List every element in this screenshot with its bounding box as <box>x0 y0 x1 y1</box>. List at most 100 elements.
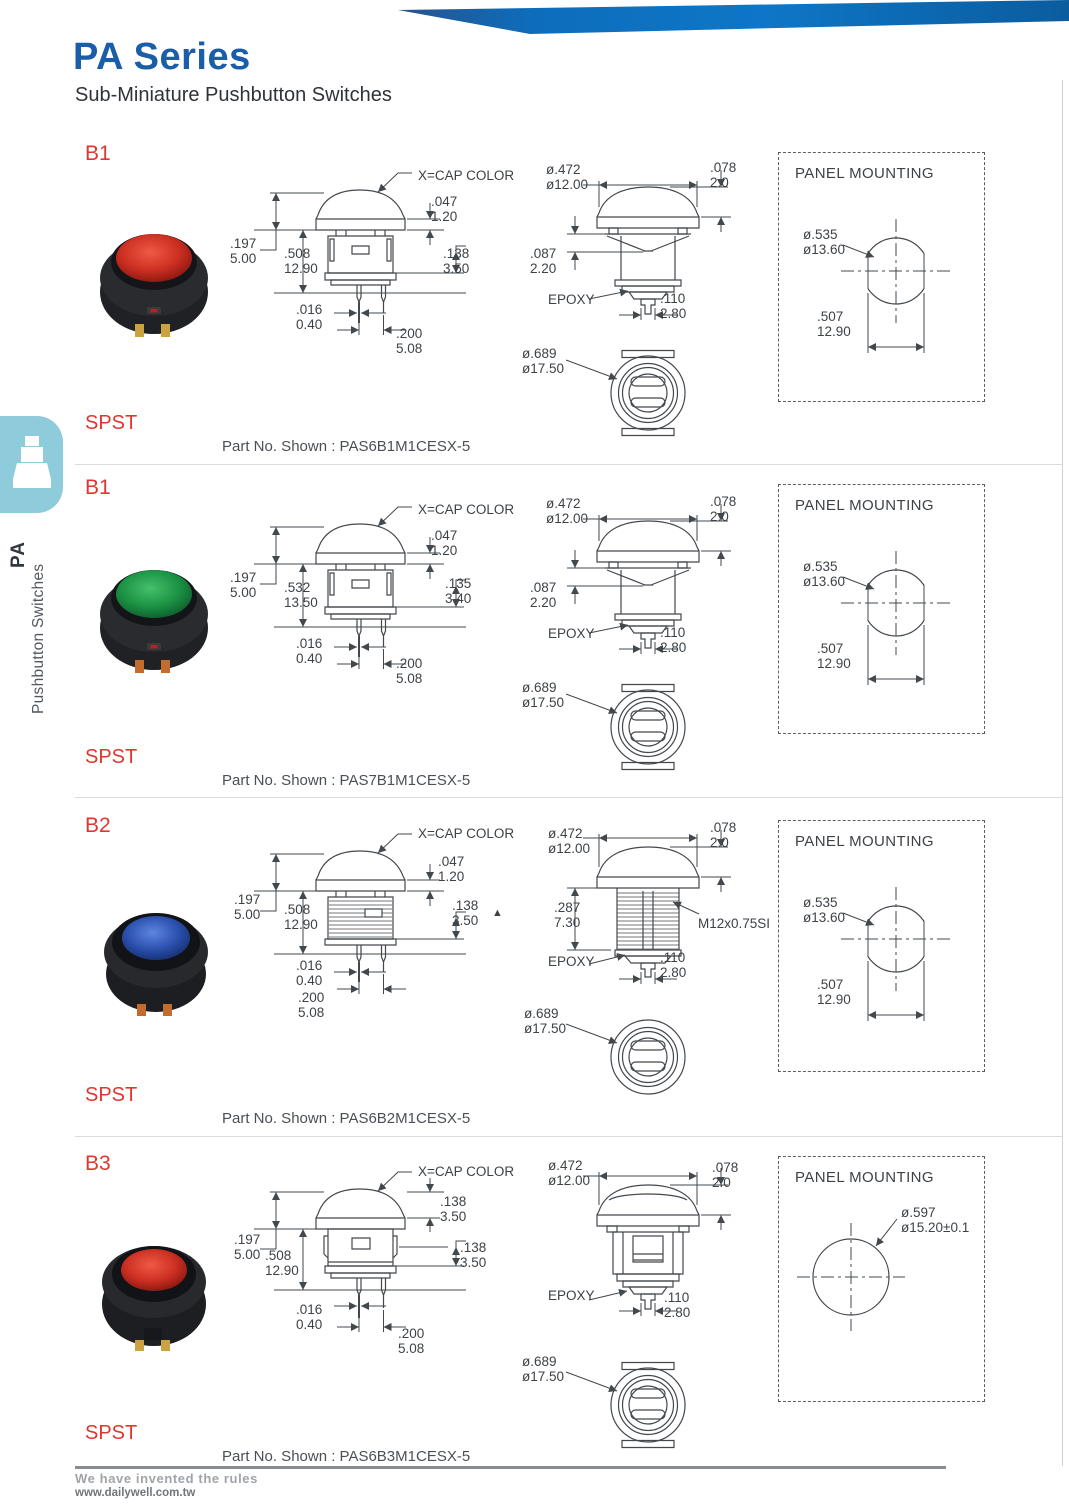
page-edge-rule <box>1062 80 1063 1466</box>
model-label: B1 <box>85 476 111 499</box>
cap-color-note: X=CAP COLOR <box>418 502 515 517</box>
cap-color-note: X=CAP COLOR <box>418 826 515 841</box>
side-view-drawing <box>254 833 466 994</box>
panel-hole-drawing <box>841 887 951 1021</box>
pushbutton-switch-icon <box>13 436 51 488</box>
part-number: Part No. Shown : PAS7B1M1CESX-5 <box>222 772 471 789</box>
bottom-view-drawing <box>565 683 686 771</box>
panel-mounting-title: PANEL MOUNTING <box>795 1169 934 1186</box>
section-b3: B3 <box>0 1150 1069 1482</box>
part-number: Part No. Shown : PAS6B3M1CESX-5 <box>222 1448 471 1465</box>
panel-mounting-title: PANEL MOUNTING <box>795 165 934 182</box>
front-view-drawing <box>583 1168 731 1316</box>
bottom-view-drawing <box>565 1361 686 1449</box>
front-view-drawing <box>567 504 731 654</box>
cap-color-note: X=CAP COLOR <box>418 1164 515 1179</box>
side-view-drawing <box>254 1171 466 1332</box>
header-banner-swoosh <box>398 0 1069 34</box>
circuit-label: SPST <box>85 412 138 434</box>
section-divider <box>75 797 1062 798</box>
footer-rule <box>75 1466 946 1469</box>
bottom-view-drawing <box>565 1019 686 1095</box>
panel-mounting-title: PANEL MOUNTING <box>795 497 934 514</box>
circuit-label: SPST <box>85 1422 138 1444</box>
section-b2: B2 <box>0 812 1069 1144</box>
section-divider <box>75 464 1062 465</box>
panel-hole-drawing <box>841 551 951 685</box>
page-title: PA Series <box>73 36 251 78</box>
model-label: B2 <box>85 814 111 837</box>
panel-hole-drawing <box>797 1218 905 1331</box>
footer-website: www.dailywell.com.tw <box>75 1487 196 1499</box>
epoxy-label: EPOXY <box>548 954 595 969</box>
section-b1-a: B1 <box>0 140 1069 472</box>
epoxy-label: EPOXY <box>548 1288 595 1303</box>
page-subtitle: Sub-Miniature Pushbutton Switches <box>75 84 392 106</box>
side-view-drawing <box>254 172 466 335</box>
circuit-label: SPST <box>85 1084 138 1106</box>
panel-mounting-title: PANEL MOUNTING <box>795 833 934 850</box>
part-number: Part No. Shown : PAS6B1M1CESX-5 <box>222 438 471 455</box>
product-photo <box>104 913 208 1016</box>
model-label: B1 <box>85 142 111 165</box>
side-view-drawing <box>254 506 466 669</box>
bottom-view-drawing <box>565 349 686 437</box>
section-b1-b: B1 <box>0 474 1069 806</box>
front-view-drawing <box>567 830 731 984</box>
part-number: Part No. Shown : PAS6B2M1CESX-5 <box>222 1110 471 1127</box>
epoxy-label: EPOXY <box>548 626 595 641</box>
model-label: B3 <box>85 1152 111 1175</box>
circuit-label: SPST <box>85 746 138 768</box>
thread-spec-label: M12x0.75SI <box>698 916 771 931</box>
cap-color-note: X=CAP COLOR <box>418 168 515 183</box>
section-divider <box>75 1136 1062 1137</box>
